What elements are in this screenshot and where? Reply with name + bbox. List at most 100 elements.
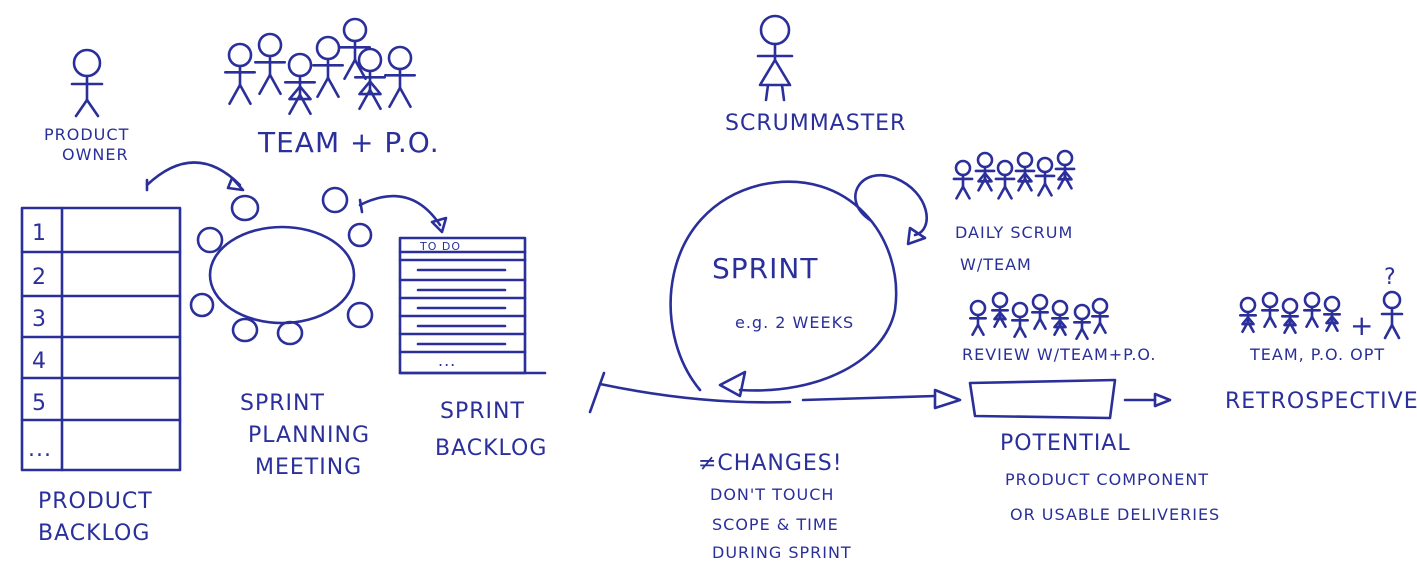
stick-figure-part (1283, 321, 1292, 335)
stick-figure-part (315, 35, 341, 61)
stick-figure-part (387, 45, 413, 71)
stick-figure-part (1303, 291, 1321, 309)
team-po-opt-label: TEAM, P.O. OPT (1249, 345, 1385, 364)
stick-figure-part (1011, 301, 1029, 319)
stick-figure-part (1323, 295, 1341, 313)
dont-touch-line2: SCOPE & TIME (712, 515, 839, 534)
sprint-planning-label-line2: PLANNING (248, 423, 370, 448)
stick-figure-part (227, 42, 253, 68)
stick-figure-part (1018, 325, 1027, 339)
stick-figure-part (1056, 149, 1074, 167)
stick-figure-part (368, 88, 382, 111)
review-label: REVIEW W/TEAM+P.O. (962, 345, 1156, 364)
stick-figure-part (1241, 320, 1250, 334)
stick-figure-part (287, 52, 313, 78)
arrow-po-to-planning (145, 161, 245, 192)
stick-figure-part (1246, 320, 1255, 334)
backlog-row-number: 1 (32, 221, 47, 246)
stick-figure-part (1031, 293, 1049, 311)
sprint-backlog-label-line1: SPRINT (440, 399, 525, 424)
stick-figure-part (1268, 315, 1277, 329)
stick-figure-part (1023, 177, 1033, 192)
stick-figure-part (1013, 325, 1022, 339)
stick-figure-part (1051, 299, 1069, 317)
stick-figure-part (1036, 156, 1054, 174)
stick-figure-part (1053, 323, 1062, 337)
stick-figure-part (1003, 185, 1013, 200)
stick-figure-part (971, 323, 980, 337)
stick-figure-part (228, 83, 242, 106)
stick-figure-part (1305, 315, 1314, 329)
stick-figure-part (326, 76, 340, 99)
sprint-planning-label-line3: MEETING (255, 455, 362, 480)
stick-figure-part (954, 159, 972, 177)
planning-meeting-table (189, 186, 374, 346)
stick-figure-part (1263, 315, 1272, 329)
stick-figure-part (998, 315, 1007, 329)
potential-line1: POTENTIAL (1000, 431, 1131, 456)
stick-figure-part (991, 291, 1009, 309)
review-team-figures (968, 291, 1109, 341)
stick-figure-part (1261, 291, 1279, 309)
sprint-backlog-todo: TO DO (419, 240, 461, 253)
backlog-row-number: ... (28, 437, 52, 462)
stick-figure-part (357, 47, 383, 73)
changes-label: ≠CHANGES! (698, 451, 843, 476)
sprint-planning-label-line1: SPRINT (240, 391, 325, 416)
stick-figure-part (977, 177, 987, 192)
stick-figure-part (1080, 327, 1089, 341)
stick-figure-part (298, 93, 312, 116)
dont-touch-line1: DON'T TOUCH (710, 485, 834, 504)
stick-figure-part (1043, 182, 1053, 197)
stick-figure-part (976, 151, 994, 169)
sprint-label-line2: e.g. 2 WEEKS (735, 313, 854, 332)
backlog-row-number: 4 (32, 349, 47, 374)
stick-figure-part (316, 76, 330, 99)
stick-figure-part (258, 73, 272, 96)
potential-line2: PRODUCT COMPONENT (1005, 470, 1209, 489)
retrospective-label: RETROSPECTIVE (1225, 389, 1417, 414)
backlog-row-number: 2 (32, 265, 47, 290)
stick-figure-part (268, 73, 282, 96)
stick-figure-part (342, 17, 368, 43)
stick-figure-part (1098, 321, 1107, 335)
scrummaster-figure (756, 14, 794, 102)
sprint-label-line1: SPRINT (712, 252, 818, 285)
stick-figure-part (353, 58, 367, 81)
retro-team-figures (1239, 291, 1341, 335)
stick-figure-part (288, 85, 312, 101)
product-owner-label-line2: OWNER (62, 145, 129, 164)
stick-figure-part (1016, 151, 1034, 169)
stick-figure-part (1239, 296, 1257, 314)
stick-figure-part (388, 86, 402, 109)
product-owner-figure (70, 48, 104, 118)
sprint-backlog-list (398, 236, 547, 375)
arrow-planning-to-sprint-backlog (358, 194, 448, 234)
stick-figure-part (1057, 175, 1067, 190)
stick-figure-part (1075, 327, 1084, 341)
stick-figure-part (358, 80, 382, 96)
product-backlog-label-line1: PRODUCT (38, 489, 153, 514)
stick-figure-part (983, 177, 993, 192)
stick-figure-part (1093, 321, 1102, 335)
po-question-mark: ? (1384, 265, 1397, 290)
stick-figure-part (1330, 319, 1339, 333)
stick-figure-part (1037, 182, 1047, 197)
stick-figure-part (1017, 177, 1027, 192)
stick-figure-part (1038, 317, 1047, 331)
scrummaster-label: SCRUMMASTER (725, 111, 906, 136)
team-group-figures (224, 17, 417, 116)
stick-figure-part (1281, 297, 1299, 315)
stick-figure-part (1058, 323, 1067, 337)
stick-figure-part (961, 185, 971, 200)
daily-scrum-label-line1: DAILY SCRUM (955, 223, 1073, 242)
stick-figure-part (238, 83, 252, 106)
stick-figure-part (976, 323, 985, 337)
stick-figure-part (997, 185, 1007, 200)
sprint-cycle (669, 173, 928, 398)
stick-figure-part (1091, 297, 1109, 315)
stick-figure-part (358, 88, 372, 111)
stick-figure-part (1073, 303, 1091, 321)
stick-figure-part (1288, 321, 1297, 335)
